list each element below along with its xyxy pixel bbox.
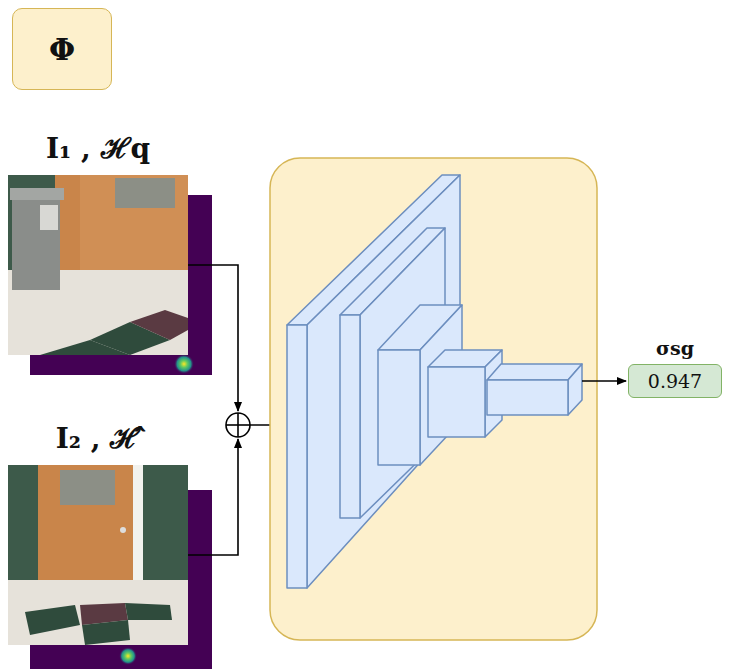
input-label: I₂ , ℋ̂ [56, 418, 141, 456]
input-label: I₁ , ℋq [46, 128, 150, 166]
symbol-box: Φ [12, 8, 112, 90]
output-box: σsg0.947 [628, 364, 722, 398]
symbol-text: Φ [49, 32, 75, 67]
output-name: σsg [629, 337, 721, 359]
output-value: 0.947 [648, 370, 702, 392]
